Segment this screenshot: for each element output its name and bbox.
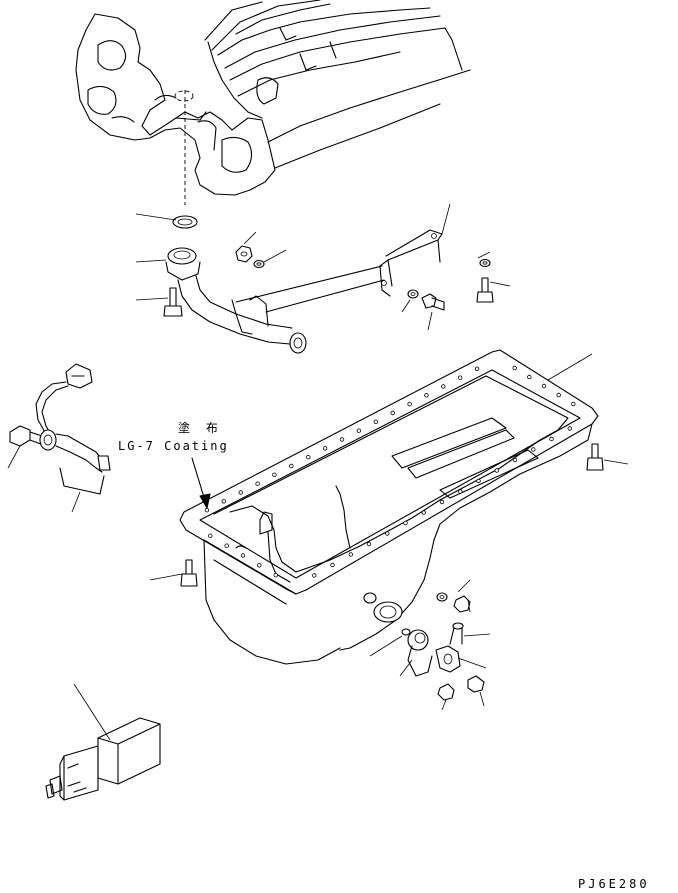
callout-leader (442, 204, 450, 234)
nut-and-washer (236, 246, 264, 268)
flange-bolt-hole (256, 482, 260, 486)
oil-pan-flange-holes (205, 366, 575, 577)
callout-leader (136, 298, 168, 300)
small-o-ring (402, 629, 410, 635)
flange-bolt-hole (367, 542, 371, 546)
callout-leader (490, 282, 510, 286)
flange-bolt-hole (572, 402, 576, 406)
callout-leader (264, 250, 286, 262)
callout-leader (402, 300, 410, 312)
flange-bolt-hole (532, 448, 536, 452)
bracket-right-washer-bolt (477, 260, 493, 303)
flange-bolt-hole (323, 447, 327, 451)
callout-leader (400, 660, 412, 676)
drain-plug (454, 596, 470, 612)
flange-bolt-hole (568, 427, 572, 431)
flange-bolt-hole (313, 574, 317, 578)
flange-bolt-hole (408, 402, 412, 406)
flange-bolt-hole (528, 375, 532, 379)
callout-leader (468, 600, 470, 612)
callout-leader (464, 634, 490, 636)
flange-bolt-hole (340, 438, 344, 442)
flange-bolt-hole (440, 500, 444, 504)
callout-leader (480, 692, 484, 706)
adapter-nut (408, 630, 432, 676)
drawing-code: PJ6E280 (578, 877, 650, 891)
flange-bolt-hole (349, 553, 353, 557)
callout-leader (150, 574, 182, 580)
callout-leader (8, 446, 20, 468)
coating-note-japanese: 塗 布 (178, 420, 224, 435)
flange-bolt-hole (306, 455, 310, 459)
engine-block (76, 0, 470, 195)
flange-bolt-hole (374, 420, 378, 424)
callout-leader (136, 214, 176, 220)
flange-bolt-hole (239, 491, 243, 495)
flange-bolt-hole (205, 508, 209, 512)
callout-leader (74, 684, 110, 740)
flange-bolt-hole (225, 544, 229, 548)
flange-bolt-hole (222, 500, 226, 504)
tube-support-bracket (380, 230, 442, 296)
flange-bolt-hole (542, 384, 546, 388)
flange-bolt-hole (241, 554, 245, 558)
drain-hose-tool (46, 718, 160, 800)
flange-bolt-hole (513, 366, 517, 370)
drain-plug-washer (437, 593, 447, 601)
callout-leader (136, 260, 166, 262)
oil-pan (180, 350, 598, 664)
callout-leader (458, 658, 486, 668)
flange-bolt-hole (274, 573, 278, 577)
flange-bolt-hole (386, 532, 390, 536)
drain-valve-cap (438, 684, 454, 700)
flange-bolt-hole (258, 564, 262, 568)
flange-bolt-hole (404, 521, 408, 525)
hidden-port-outline (175, 91, 193, 101)
drain-valve-body (436, 623, 463, 672)
flange-bolt-hole (458, 376, 462, 380)
callout-leader (72, 492, 80, 512)
pan-bolt-right (587, 444, 603, 470)
oil-suction-tube (166, 248, 384, 353)
flange-bolt-hole (209, 534, 213, 538)
coating-note-english: LG-7 Coating (118, 439, 229, 453)
flange-bolt-hole (425, 394, 429, 398)
flange-bolt-hole (442, 385, 446, 389)
pan-bolt-left (181, 560, 197, 586)
o-ring-gasket (173, 216, 197, 228)
callout-leader (604, 460, 628, 464)
flange-bolt-hole (422, 511, 426, 515)
flange-bolt-hole (391, 411, 395, 415)
part-callout-leaders (8, 204, 628, 740)
flange-bolt-hole (357, 429, 361, 433)
flange-bolt-hole (513, 458, 517, 462)
callout-leader (244, 232, 256, 244)
tube-flange-bolt (164, 288, 182, 316)
callout-leader (442, 700, 446, 710)
flange-bolt-hole (475, 367, 479, 371)
flange-bolt-hole (550, 437, 554, 441)
flange-bolt-hole (459, 490, 463, 494)
flange-bolt-hole (557, 393, 561, 397)
flange-bolt-hole (477, 479, 481, 483)
coating-indicator-arrow (192, 458, 210, 508)
callout-leader (458, 580, 470, 592)
callout-leader (478, 252, 490, 258)
bracket-washer-bolt (408, 290, 444, 310)
flange-bolt-hole (273, 473, 277, 477)
flange-bolt-hole (495, 469, 499, 473)
drain-valve-plug (468, 676, 484, 692)
oil-level-sensor (36, 364, 110, 494)
callout-leader (428, 312, 432, 330)
callout-leader (548, 354, 592, 380)
flange-bolt-hole (331, 563, 335, 567)
callout-leader (370, 636, 402, 656)
flange-bolt-hole (290, 464, 294, 468)
